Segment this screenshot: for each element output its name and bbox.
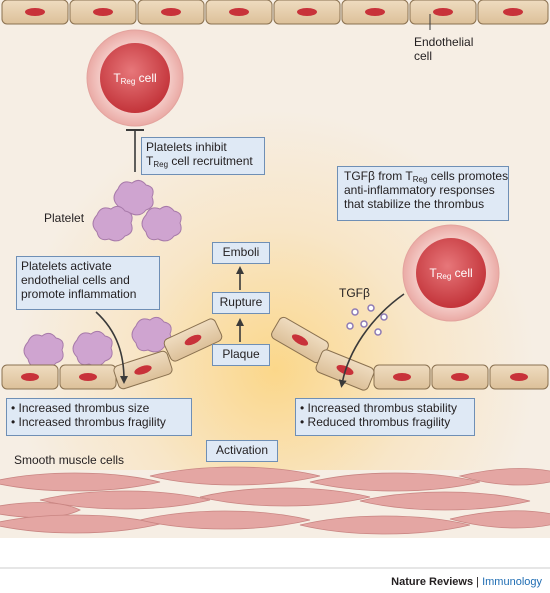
treg-cell-right (402, 224, 500, 322)
platelet-label: Platelet (44, 211, 85, 225)
journal-separator: | (473, 576, 483, 588)
treg-cell-top (86, 29, 184, 127)
emboli-box: Emboli (212, 242, 270, 264)
platelets-activate-arrow (95, 311, 128, 384)
treg-cell-right-label: TReg cell (429, 266, 473, 281)
treg-cell-top-label: TReg cell (113, 71, 157, 86)
right-effects-box: • Increased thrombus stability • Reduced… (295, 398, 475, 436)
smooth-muscle-label: Smooth muscle cells (14, 453, 125, 467)
tgfb-from-treg-box: TGFβ from TReg cells promotes anti-infla… (337, 166, 509, 221)
endothelial-cell-label: Endothelial cell (414, 35, 474, 63)
platelets-inhibit-box: Platelets inhibit TReg cell recruitment (141, 137, 265, 175)
tgfb-molecules (346, 304, 388, 336)
platelets-activate-box: Platelets activate endothelial cells and… (16, 256, 160, 310)
journal-name: Nature Reviews (391, 576, 474, 588)
arrows (95, 266, 405, 388)
inhibition-arrow (126, 129, 144, 172)
plaque-box: Plaque (212, 344, 270, 366)
tgfb-effect-arrow (338, 293, 405, 388)
rupture-box: Rupture (212, 292, 270, 314)
top-endothelium (1, 0, 549, 25)
activation-box: Activation (206, 440, 278, 462)
smooth-muscle-layer (0, 466, 550, 538)
journal-credit: Nature Reviews | Immunology (391, 576, 542, 588)
tgfb-label: TGFβ (339, 286, 370, 300)
left-effects-box: • Increased thrombus size • Increased th… (6, 398, 192, 436)
journal-section: Immunology (482, 576, 542, 588)
platelets-upper (92, 179, 182, 242)
platelets-adherent (23, 316, 172, 369)
